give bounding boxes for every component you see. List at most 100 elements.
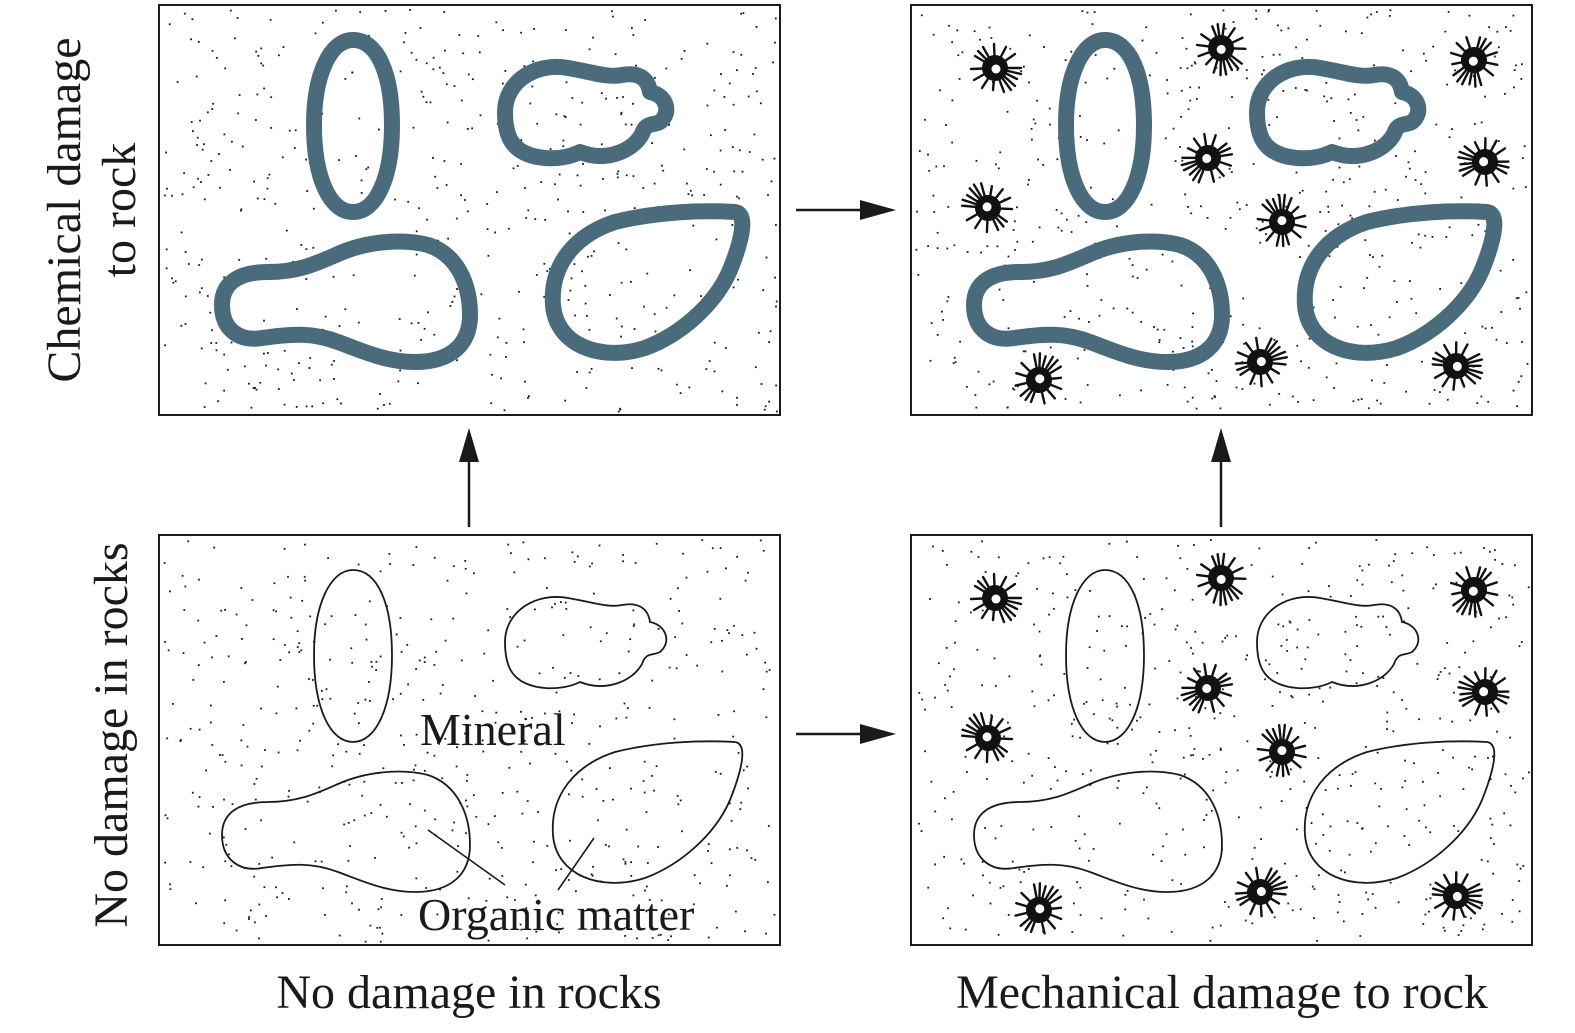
mineral-speck [358,752,361,755]
mineral-speck [165,267,168,270]
mineral-speck [951,141,953,144]
mineral-speck [432,68,435,71]
mineral-speck [1423,804,1426,807]
mineral-speck [276,685,279,688]
mineral-speck [746,849,748,852]
mineral-speck [942,917,945,920]
mineral-speck [321,690,323,692]
mineral-speck [333,378,335,380]
mineral-speck [433,333,436,336]
mineral-speck [768,341,770,343]
mineral-speck [980,251,982,254]
mineral-speck [212,102,215,105]
mineral-speck [720,73,722,75]
mineral-speck [1088,321,1090,323]
mineral-speck [1086,285,1089,287]
mineral-speck [456,288,458,290]
mineral-speck [473,572,475,575]
mineral-speck [423,661,426,663]
mineral-speck [1126,540,1128,543]
mineral-speck [1344,871,1346,874]
mineral-speck [937,662,940,665]
mineral-speck [953,244,956,247]
mineral-speck [1255,227,1258,230]
mineral-speck [653,313,656,316]
mineral-speck [1355,615,1357,618]
mineral-speck [1474,755,1476,758]
mineral-speck [1432,587,1435,590]
mineral-speck [1284,862,1286,865]
mineral-speck [1161,253,1164,256]
mineral-speck [1514,791,1517,794]
mineral-speck [1277,24,1279,27]
mineral-speck [1351,773,1354,775]
mineral-speck [324,914,326,916]
mineral-speck [936,247,939,249]
mineral-speck [585,387,588,389]
mineral-speck [555,691,558,694]
mineral-speck [1205,814,1208,816]
mineral-speck [921,698,924,701]
mineral-speck [932,545,934,548]
mineral-speck [1484,230,1487,233]
mineral-speckle-icon [163,539,776,943]
mineral-speck [1189,13,1192,16]
mineral-speck [1439,391,1441,393]
mineral-speck [1513,86,1515,89]
mineral-speck [1504,93,1506,95]
mineral-speck [1511,920,1514,923]
mineral-speck [754,67,757,69]
mineral-speck [413,274,416,277]
mineral-speck [744,579,747,582]
mineral-speck [1436,678,1439,680]
mineral-speck [1519,307,1521,310]
mineral-speck [994,837,997,840]
mineral-speck [1042,164,1044,166]
mineral-speck [1079,401,1082,404]
mineral-speck [257,54,260,57]
mineral-speck [1108,542,1111,545]
mineral-speck [244,828,247,830]
mineral-speck [332,275,335,278]
mineral-speck [557,911,560,914]
mineral-speck [1245,204,1248,206]
mineral-speck [1432,554,1435,556]
mineral-speck [1446,398,1449,401]
mineral-speck [984,571,987,573]
mineral-speck [494,721,497,724]
mineral-speck [378,128,380,131]
mineral-speck [1143,578,1145,580]
mineral-speck [1332,299,1334,301]
mineral-speck [464,199,466,201]
mineral-speck [441,684,444,686]
mineral-speck [260,819,262,822]
mineral-speck [927,153,929,156]
mineral-speck [1238,208,1241,211]
mineral-speck [1390,581,1393,584]
mineral-speck [738,149,741,152]
mineral-speck [981,609,984,612]
mineral-speck [1457,830,1460,832]
panel-top-right [910,4,1533,416]
mineral-speck [1487,400,1490,403]
mineral-speck [498,317,501,320]
mineral-speck [1184,193,1186,196]
mineral-speck [1091,23,1094,25]
mineral-speck [204,382,207,385]
mineral-speck [1162,845,1164,848]
mineral-speck [1504,773,1507,776]
mineral-speck [924,750,926,753]
mineral-speck [1509,824,1512,827]
mineral-speck [1263,69,1265,72]
mineral-speck [322,402,324,405]
mineral-speck [1380,788,1382,790]
mineral-speck [1409,280,1411,282]
mineral-speck [1048,556,1051,559]
mineral-speck [595,788,598,790]
mineral-speck [524,187,526,189]
mineral-speck [364,698,367,701]
mineral-speck [713,89,716,92]
mineral-speck [1176,697,1179,700]
mineral-speck [223,680,225,683]
mineral-speck [1064,398,1067,400]
